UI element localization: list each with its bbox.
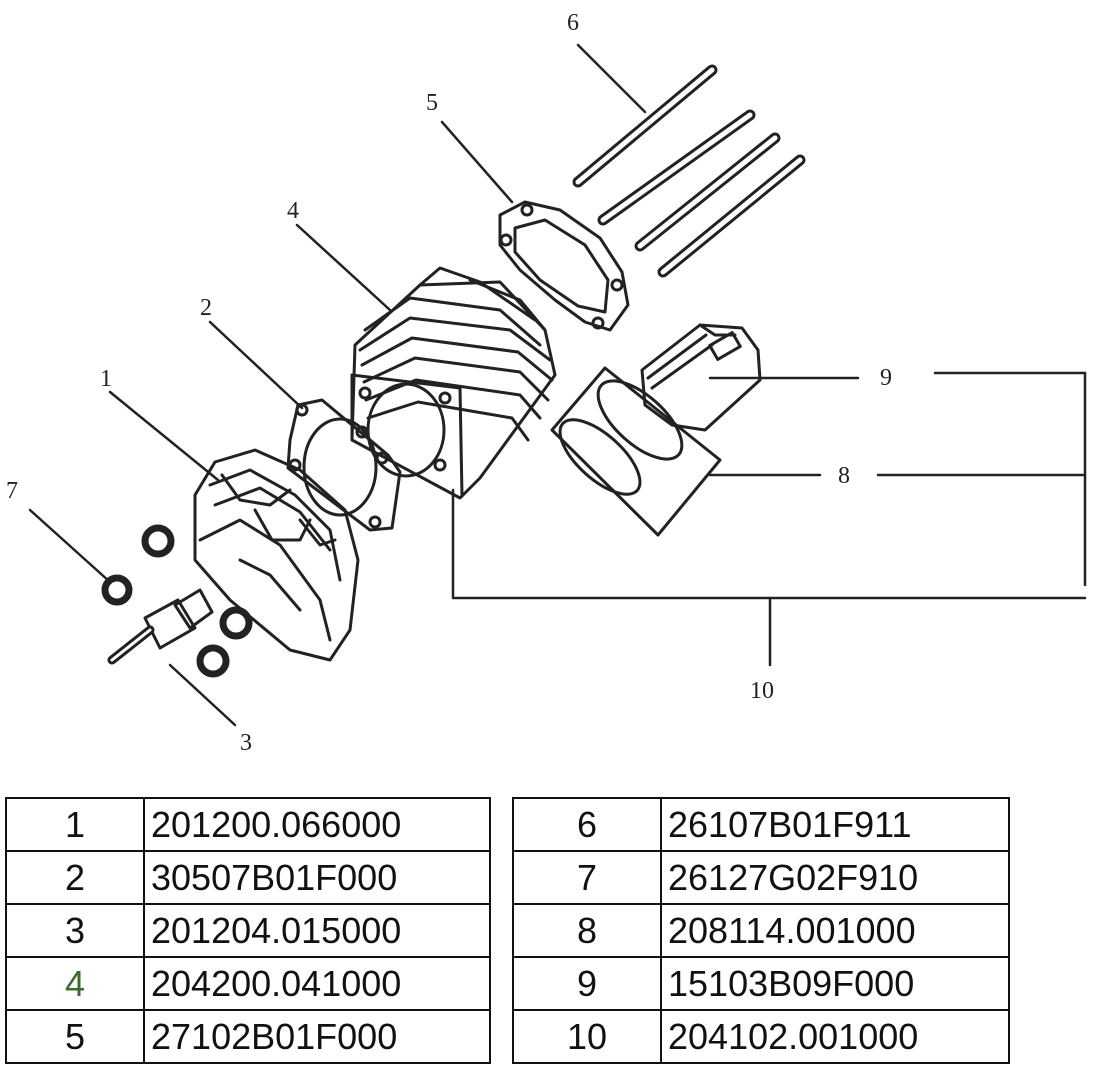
table-row: 8 208114.001000 — [512, 903, 1010, 958]
nut-set — [101, 524, 253, 678]
table-row: 10 204102.001000 — [512, 1009, 1010, 1064]
callout-4: 4 — [287, 198, 299, 224]
crankcase — [193, 448, 360, 662]
part-code: 15103B09F000 — [660, 956, 1010, 1011]
table-row: 3 201204.015000 — [5, 903, 491, 958]
callout-5: 5 — [426, 90, 438, 116]
table-row: 5 27102B01F000 — [5, 1009, 491, 1064]
part-code: 204102.001000 — [660, 1009, 1010, 1064]
callout-2: 2 — [200, 295, 212, 321]
part-number: 1 — [5, 797, 145, 852]
part-code: 27102B01F000 — [143, 1009, 491, 1064]
part-code: 26127G02F910 — [660, 850, 1010, 905]
part-number: 2 — [5, 850, 145, 905]
part-number: 4 — [5, 956, 145, 1011]
callout-7: 7 — [6, 478, 18, 504]
callout-8: 8 — [838, 463, 850, 489]
part-code: 30507B01F000 — [143, 850, 491, 905]
callout-10: 10 — [750, 678, 774, 704]
exploded-parts-diagram: 1 2 3 4 5 6 7 8 9 10 — [6, 10, 1087, 756]
callout-9: 9 — [880, 365, 892, 391]
cylinder — [350, 266, 557, 500]
parts-table-left: 1 201200.066000 2 30507B01F000 3 201204.… — [5, 797, 491, 1064]
table-row: 2 30507B01F000 — [5, 850, 491, 905]
part-code: 208114.001000 — [660, 903, 1010, 958]
part-code: 201204.015000 — [143, 903, 491, 958]
callout-1: 1 — [100, 366, 112, 392]
callout-3: 3 — [240, 730, 252, 756]
table-row: 6 26107B01F911 — [512, 797, 1010, 852]
table-row: 9 15103B09F000 — [512, 956, 1010, 1011]
part-number: 7 — [512, 850, 662, 905]
part-code: 204200.041000 — [143, 956, 491, 1011]
part-code: 26107B01F911 — [660, 797, 1010, 852]
leader-lines — [28, 43, 1087, 727]
part-number: 5 — [5, 1009, 145, 1064]
part-number: 9 — [512, 956, 662, 1011]
table-row: 4 204200.041000 — [5, 956, 491, 1011]
head-gasket — [498, 200, 630, 332]
callout-6: 6 — [567, 10, 579, 36]
part-number: 10 — [512, 1009, 662, 1064]
part-number: 3 — [5, 903, 145, 958]
base-gasket — [286, 398, 402, 532]
part-code: 201200.066000 — [143, 797, 491, 852]
part-number: 8 — [512, 903, 662, 958]
piston — [640, 323, 762, 432]
spark-plug — [107, 588, 214, 665]
parts-table-right: 6 26107B01F911 7 26127G02F910 8 208114.0… — [512, 797, 1010, 1064]
table-row: 7 26127G02F910 — [512, 850, 1010, 905]
table-row: 1 201200.066000 — [5, 797, 491, 852]
rod-set — [572, 64, 806, 278]
part-number: 6 — [512, 797, 662, 852]
piston-rings — [550, 366, 722, 537]
callout-labels: 1 2 3 4 5 6 7 8 9 10 — [6, 10, 892, 756]
